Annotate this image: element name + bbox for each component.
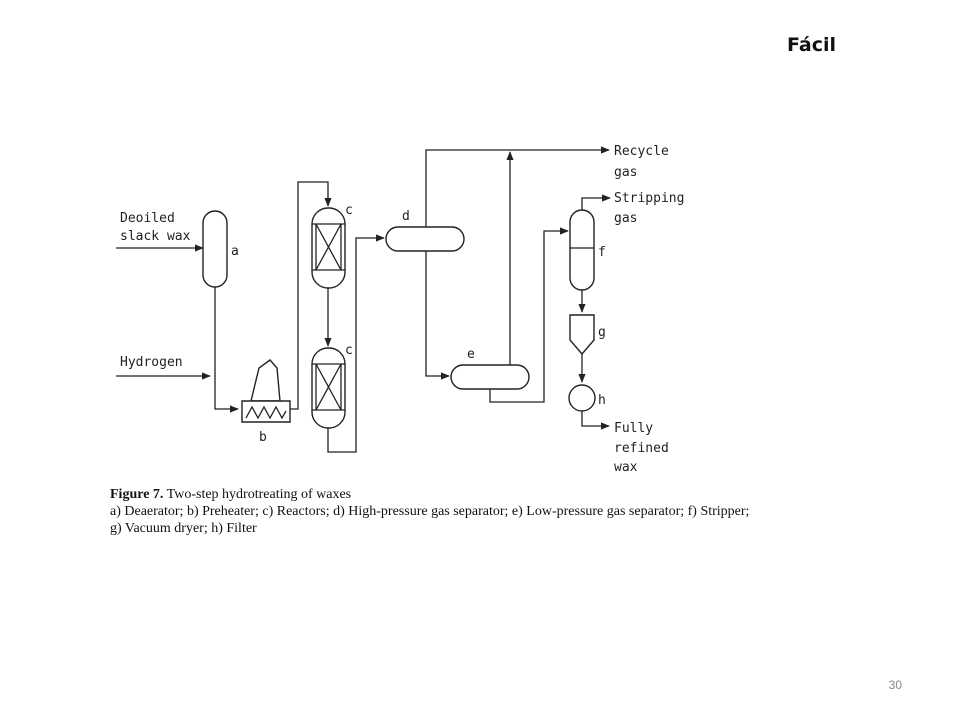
- filter: [568, 384, 596, 412]
- reactor-1: [311, 207, 346, 289]
- caption-legend-line-1: a) Deaerator; b) Preheater; c) Reactors;…: [110, 504, 750, 519]
- deaerator-vessel: [202, 210, 228, 288]
- figure-caption: Figure 7. Two-step hydrotreating of waxe…: [110, 486, 890, 537]
- label-hydrogen: Hydrogen: [120, 355, 183, 370]
- reactor-outlet: [327, 234, 385, 453]
- letter-c2: c: [345, 343, 353, 358]
- preheater: [241, 359, 291, 423]
- lp-separator: [450, 364, 530, 390]
- label-deoiled: Deoiled: [120, 211, 175, 226]
- figure-label: Figure 7.: [110, 487, 164, 502]
- letter-d: d: [402, 209, 410, 224]
- letter-c1: c: [345, 203, 353, 218]
- preheater-outlet: [290, 181, 332, 410]
- label-fully: Fully: [614, 421, 653, 436]
- label-slack-wax: slack wax: [120, 229, 191, 244]
- lp-liquid-line: [489, 227, 569, 403]
- deaerator-outlet: [214, 287, 239, 413]
- letter-a: a: [231, 244, 239, 259]
- label-wax: wax: [614, 460, 638, 475]
- stripper: [569, 209, 595, 291]
- label-recycle: Recycle: [614, 144, 669, 159]
- product-line: [581, 411, 610, 430]
- label-stripping: Stripping: [614, 191, 684, 206]
- recycle-gas-line: [425, 146, 610, 227]
- page-number: 30: [888, 678, 902, 692]
- letter-f: f: [598, 245, 606, 260]
- letter-g: g: [598, 325, 606, 340]
- figure-title: Two-step hydrotreating of waxes: [166, 487, 352, 502]
- reactor-2: [311, 347, 346, 429]
- label-stripping-gas: gas: [614, 211, 637, 226]
- slide-tag: Fácil: [787, 34, 836, 56]
- letter-h: h: [598, 393, 606, 408]
- letter-b: b: [259, 430, 267, 445]
- stripping-gas-line: [581, 194, 611, 210]
- caption-legend-line-2: g) Vacuum dryer; h) Filter: [110, 521, 257, 536]
- hp-liquid-line: [425, 251, 450, 380]
- letter-e: e: [467, 347, 475, 362]
- caption-title-line: Figure 7. Two-step hydrotreating of waxe…: [110, 486, 890, 503]
- label-refined: refined: [614, 441, 669, 456]
- hp-separator: [385, 226, 465, 252]
- vacuum-dryer: [569, 314, 595, 356]
- label-recycle-gas: gas: [614, 165, 637, 180]
